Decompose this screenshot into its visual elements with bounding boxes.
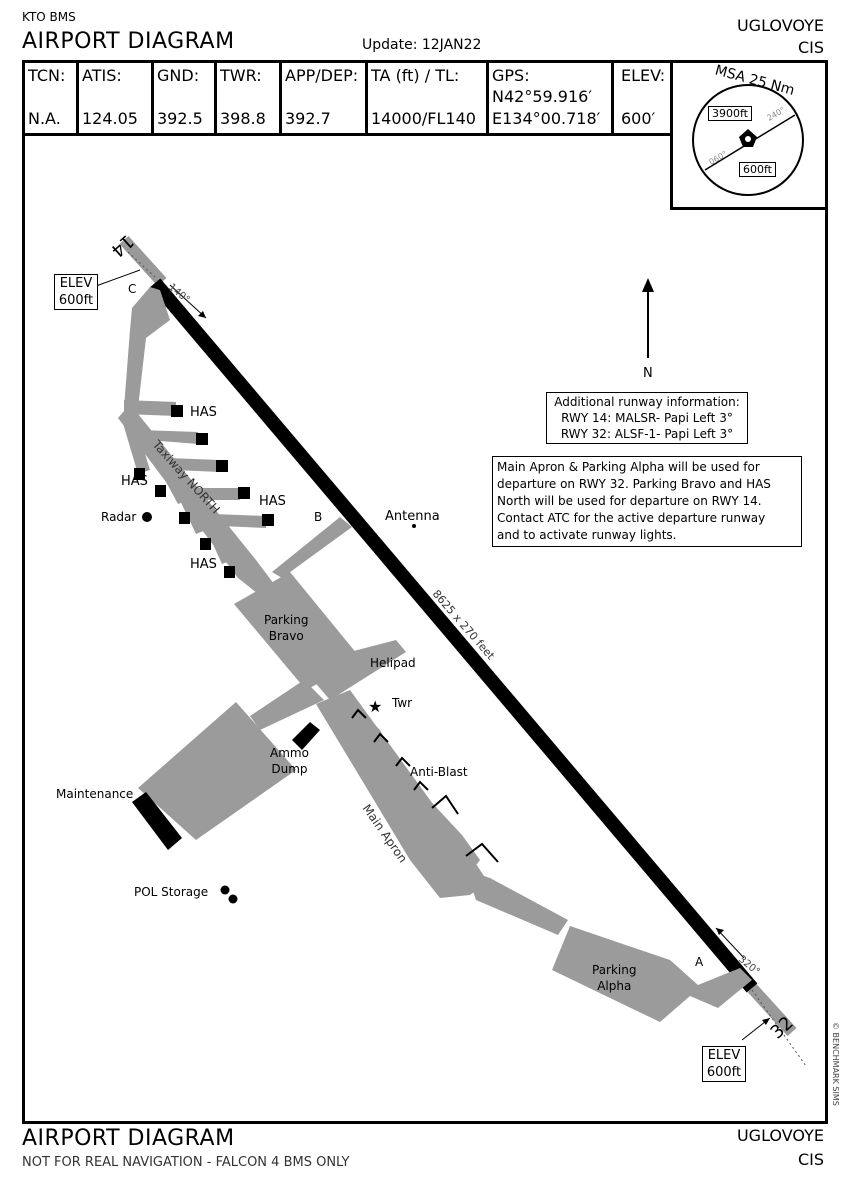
parking-alpha-label: Parking Alpha: [592, 963, 637, 993]
diagram-frame: [22, 60, 828, 1124]
atis-value: 124.05: [82, 109, 138, 128]
parking-bravo-label: Parking Bravo: [264, 613, 309, 643]
taxiway-c-label: C: [128, 282, 137, 296]
atis-label: ATIS:: [82, 66, 122, 85]
has-label-3: HAS: [259, 494, 286, 509]
footer-airport-name: UGLOVOYE: [736, 1126, 824, 1145]
runway-overrun-north: [119, 235, 167, 287]
gnd-label: GND:: [157, 66, 200, 85]
tower-label: Twr: [392, 696, 413, 710]
airport-region: CIS: [797, 38, 824, 57]
footer-disclaimer: NOT FOR REAL NAVIGATION - FALCON 4 BMS O…: [22, 1155, 350, 1170]
gnd-value: 392.5: [157, 109, 203, 128]
elev-box-south: ELEV 600ft: [702, 1046, 746, 1082]
footer-title: AIRPORT DIAGRAM: [22, 1126, 235, 1151]
frequency-table: TCN: N.A. ATIS: 124.05 GND: 392.5 TWR: 3…: [25, 63, 670, 136]
antenna-icon: [412, 524, 416, 528]
twr-value: 398.8: [220, 109, 266, 128]
ta-label: TA (ft) / TL:: [371, 66, 460, 85]
msa-box: MSA 25 Nm 240° 060° 3900ft 600ft: [670, 63, 825, 210]
footer-airport-region: CIS: [797, 1150, 824, 1169]
pol-tank-icon: [220, 885, 230, 895]
copyright: © BENCHMARK SIMS: [831, 1022, 840, 1106]
taxiway-north: [118, 287, 352, 605]
ammo-dump-label: Ammo Dump: [270, 746, 309, 776]
departure-note: Main Apron & Parking Alpha will be used …: [492, 456, 802, 547]
elev-label: ELEV:: [621, 66, 666, 85]
org-label: KTO BMS: [22, 10, 76, 24]
anti-blast-walls: [351, 708, 499, 863]
elev-value: 600′: [621, 109, 656, 128]
has-label-1: HAS: [190, 405, 217, 420]
taxiway-a-label: A: [695, 955, 704, 969]
appdep-value: 392.7: [285, 109, 331, 128]
twr-label: TWR:: [220, 66, 262, 85]
anti-blast-label: Anti-Blast: [410, 765, 468, 779]
runway-overrun-south: [747, 983, 797, 1037]
tower-icon: ★: [368, 697, 382, 716]
page-title: AIRPORT DIAGRAM: [22, 29, 235, 54]
maintenance-label: Maintenance: [56, 787, 134, 801]
antenna-label: Antenna: [385, 509, 440, 524]
gps-lat: N42°59.916′: [492, 87, 592, 106]
has-label-2: HAS: [121, 474, 148, 489]
ammo-dump-block: [292, 722, 320, 750]
has-label-4: HAS: [190, 557, 217, 572]
runway-info-note: Additional runway information: RWY 14: M…: [546, 392, 748, 444]
elev-box-north: ELEV 600ft: [54, 274, 98, 310]
runway: [149, 278, 758, 993]
appdep-label: APP/DEP:: [285, 66, 359, 85]
heading-140-arrow-icon: [198, 311, 206, 318]
apron-complex: [138, 572, 752, 1022]
msa-sector-low: 600ft: [739, 162, 776, 177]
radar-label: Radar: [101, 510, 137, 524]
pol-storage-label: POL Storage: [134, 885, 209, 899]
msa-circle: [692, 84, 804, 196]
radar-icon: [142, 512, 152, 522]
ta-value: 14000/FL140: [371, 109, 476, 128]
gps-label: GPS:: [492, 66, 530, 85]
airport-name: UGLOVOYE: [736, 16, 824, 35]
gps-lon: E134°00.718′: [492, 109, 601, 128]
tcn-value: N.A.: [28, 109, 61, 128]
heading-320-arrow-icon: [716, 928, 724, 935]
has-shelters: [134, 405, 274, 578]
maintenance-hangar: [132, 792, 182, 850]
tcn-label: TCN:: [28, 66, 66, 85]
north-label: N: [643, 366, 653, 381]
taxiway-b-label: B: [314, 510, 323, 524]
msa-sector-high: 3900ft: [708, 106, 752, 121]
update-date: Update: 12JAN22: [362, 37, 482, 53]
helipad-label: Helipad: [370, 656, 416, 670]
